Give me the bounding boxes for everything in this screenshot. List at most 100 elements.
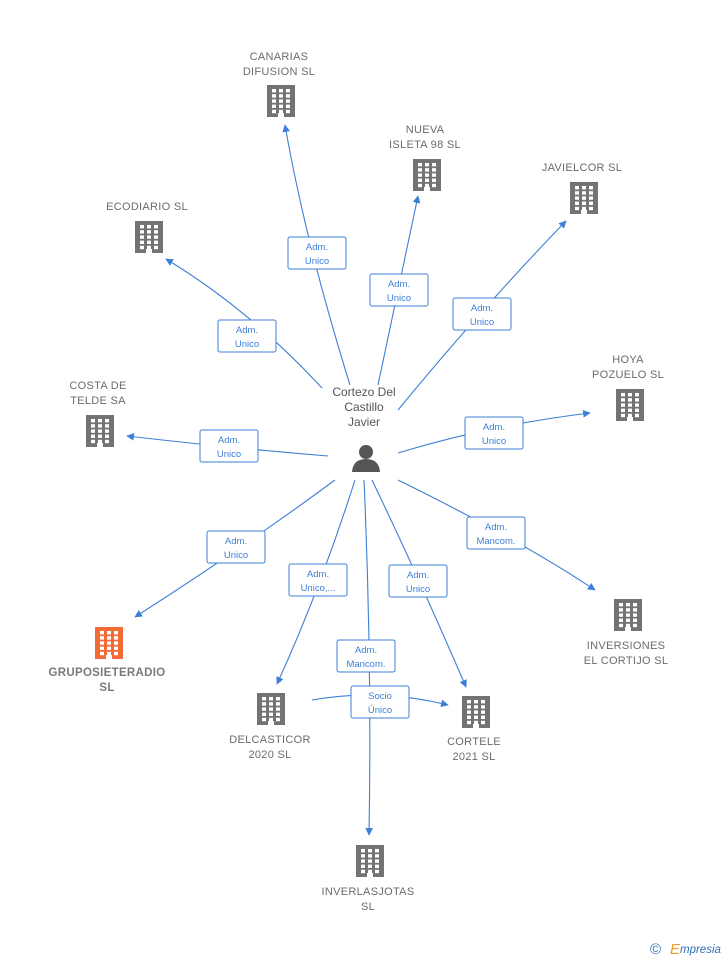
relation-label: Adm. (407, 570, 429, 581)
node-label: INVERLASJOTAS (322, 886, 415, 898)
node-label: 2021 SL (452, 751, 495, 763)
relation-badge-box (217, 319, 277, 353)
relation-label: Unico (217, 449, 241, 460)
relation-badge[interactable]: Adm. Unico (464, 416, 524, 450)
relation-badge[interactable]: Adm. Unico (369, 273, 429, 307)
relation-badge[interactable]: Adm. Unico,... (288, 563, 348, 597)
center-label: Cortezo Del (332, 385, 395, 399)
node-label: COSTA DE (69, 380, 126, 392)
relation-label: Adm. (483, 422, 505, 433)
node-costa-de-telde[interactable]: COSTA DE TELDE SA (69, 380, 126, 447)
relation-label: Mancom. (476, 536, 515, 547)
node-label: POZUELO SL (592, 369, 664, 381)
relation-label: Adm. (218, 435, 240, 446)
relation-badge[interactable]: Adm. Mancom. (466, 516, 526, 550)
building-icon (267, 85, 295, 117)
relation-label: Adm. (485, 522, 507, 533)
building-icon (616, 389, 644, 421)
relation-label: Unico,... (301, 583, 336, 594)
node-label: DIFUSION SL (243, 66, 315, 78)
center-label: Castillo (344, 400, 384, 414)
relation-label: Adm. (225, 536, 247, 547)
node-ecodiario[interactable]: ECODIARIO SL (106, 201, 188, 253)
node-label: NUEVA (406, 124, 445, 136)
node-label: SL (361, 901, 375, 913)
person-icon (352, 445, 380, 472)
brand-footer: © E mpresia (650, 941, 721, 958)
node-delcasticor[interactable]: DELCASTICOR 2020 SL (229, 693, 311, 761)
relation-label: Adm. (307, 569, 329, 580)
building-icon (614, 599, 642, 631)
node-label: ECODIARIO SL (106, 201, 188, 213)
relation-labels-layer: Adm.UnicoAdm.UnicoAdm.UnicoAdm.UnicoAdm.… (199, 236, 526, 719)
building-icon (135, 221, 163, 253)
relation-label: Unico (406, 584, 430, 595)
node-cortele[interactable]: CORTELE 2021 SL (447, 696, 501, 763)
relation-label: Único (368, 705, 392, 716)
relation-label: Unico (235, 339, 259, 350)
relation-badge-box (199, 429, 259, 463)
relation-badge[interactable]: Adm. Unico (199, 429, 259, 463)
edge-ecodiario (165, 258, 323, 389)
relation-label: Unico (470, 317, 494, 328)
relation-label: Adm. (471, 303, 493, 314)
node-canarias-difusion[interactable]: CANARIAS DIFUSION SL (243, 51, 315, 117)
relation-badge-box (369, 273, 429, 307)
relation-label: Socio (368, 691, 392, 702)
relation-badge-box (350, 685, 410, 719)
center-label: Javier (348, 415, 380, 429)
relation-badge-box (388, 564, 448, 598)
relation-badge-box (206, 530, 266, 564)
relation-badge-box (452, 297, 512, 331)
node-label: SL (99, 682, 114, 694)
relation-label: Mancom. (346, 659, 385, 670)
building-icon (257, 693, 285, 725)
relation-badge[interactable]: Adm. Unico (206, 530, 266, 564)
node-inversiones-el-cortijo[interactable]: INVERSIONES EL CORTIJO SL (584, 599, 669, 667)
node-label: CANARIAS (250, 51, 309, 63)
brand-initial: E (670, 941, 681, 958)
relation-label: Adm. (388, 279, 410, 290)
node-label: 2020 SL (248, 749, 291, 761)
relation-label: Unico (305, 256, 329, 267)
node-gruposieteradio[interactable]: GRUPOSIETERADIO SL (49, 627, 166, 694)
building-icon (570, 182, 598, 214)
copyright-icon: © (650, 941, 661, 958)
node-label: GRUPOSIETERADIO (49, 667, 166, 679)
relation-badge-box (336, 639, 396, 673)
node-label: ISLETA 98 SL (389, 139, 461, 151)
node-label: HOYA (612, 354, 644, 366)
node-hoya-pozuelo[interactable]: HOYA POZUELO SL (592, 354, 664, 421)
relation-badge-box (466, 516, 526, 550)
building-icon (413, 159, 441, 191)
relation-badge-box (288, 563, 348, 597)
node-label: DELCASTICOR (229, 734, 311, 746)
relation-badge[interactable]: Adm. Unico (388, 564, 448, 598)
node-label: JAVIELCOR SL (542, 162, 622, 174)
relation-badge[interactable]: Adm. Mancom. (336, 639, 396, 673)
relation-badge[interactable]: Adm.Unico (287, 236, 347, 270)
node-javielcor[interactable]: JAVIELCOR SL (542, 162, 622, 214)
node-label: INVERSIONES (587, 640, 666, 652)
node-inverlasjotas[interactable]: INVERLASJOTAS SL (322, 845, 415, 913)
relation-badge-box (464, 416, 524, 450)
relation-label: Adm. (355, 645, 377, 656)
nodes-layer: CANARIAS DIFUSION SL NUEVA ISLETA 98 SL JAVI… (49, 51, 669, 913)
building-icon (95, 627, 123, 659)
relation-badge[interactable]: Adm. Unico (217, 319, 277, 353)
relation-label: Unico (387, 293, 411, 304)
node-nueva-isleta[interactable]: NUEVA ISLETA 98 SL (389, 124, 461, 191)
building-icon (462, 696, 490, 728)
node-label: EL CORTIJO SL (584, 655, 669, 667)
relation-label: Unico (224, 550, 248, 561)
brand-name: mpresia (680, 944, 721, 956)
relation-badge-box (287, 236, 347, 270)
relation-label: Adm. (236, 325, 258, 336)
relation-badge[interactable]: Adm. Unico (452, 297, 512, 331)
relation-label: Unico (482, 436, 506, 447)
node-label: CORTELE (447, 736, 501, 748)
node-label: TELDE SA (70, 395, 126, 407)
